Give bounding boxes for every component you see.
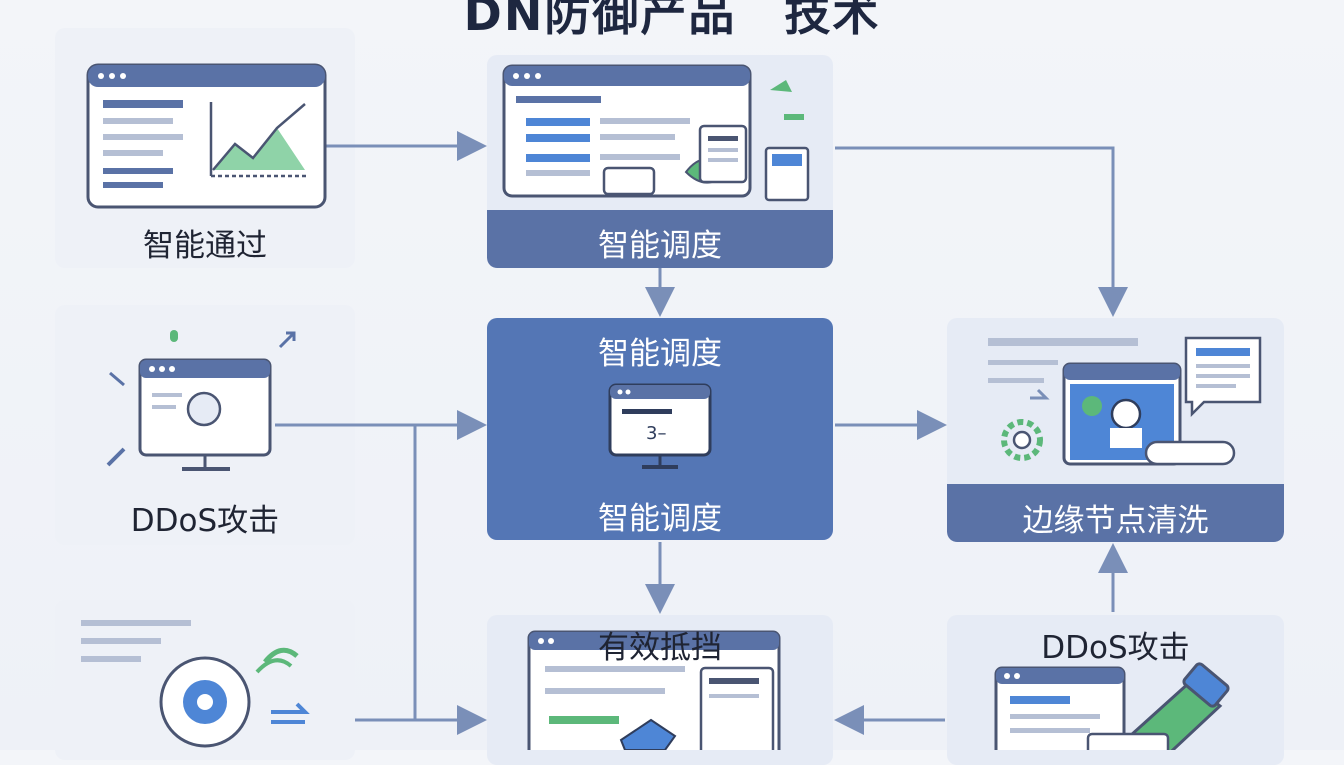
pass-label: 智能通过 [143, 228, 267, 264]
ddos-left-label: DDoS攻击 [130, 503, 280, 539]
ddos-tool-icon [994, 662, 1230, 750]
attack-monitor-icon [106, 330, 296, 471]
schedule-top-caption-bar [487, 210, 833, 268]
svg-text:3–: 3– [646, 423, 666, 444]
edge-caption-bar [947, 484, 1284, 542]
edge-label: 边缘节点清洗 [1022, 503, 1209, 539]
resist-window-icon [527, 630, 781, 750]
dashboard-window-icon [502, 64, 810, 202]
arrow-schedule-to-edge [835, 146, 1128, 317]
diagram-title: DN防御产品 技术 [463, 0, 881, 41]
edge-cleaning-icon [988, 336, 1262, 466]
center-label-bottom: 智能调度 [598, 501, 722, 537]
center-monitor-icon: 3– [608, 383, 712, 469]
schedule-top-label: 智能调度 [598, 228, 722, 264]
browser-chart-icon [86, 63, 327, 209]
ddos-right-label: DDoS攻击 [1041, 630, 1190, 666]
resist-label: 有效抵挡 [598, 630, 722, 666]
client-support-icon [81, 620, 310, 748]
center-label-top: 智能调度 [598, 336, 722, 372]
